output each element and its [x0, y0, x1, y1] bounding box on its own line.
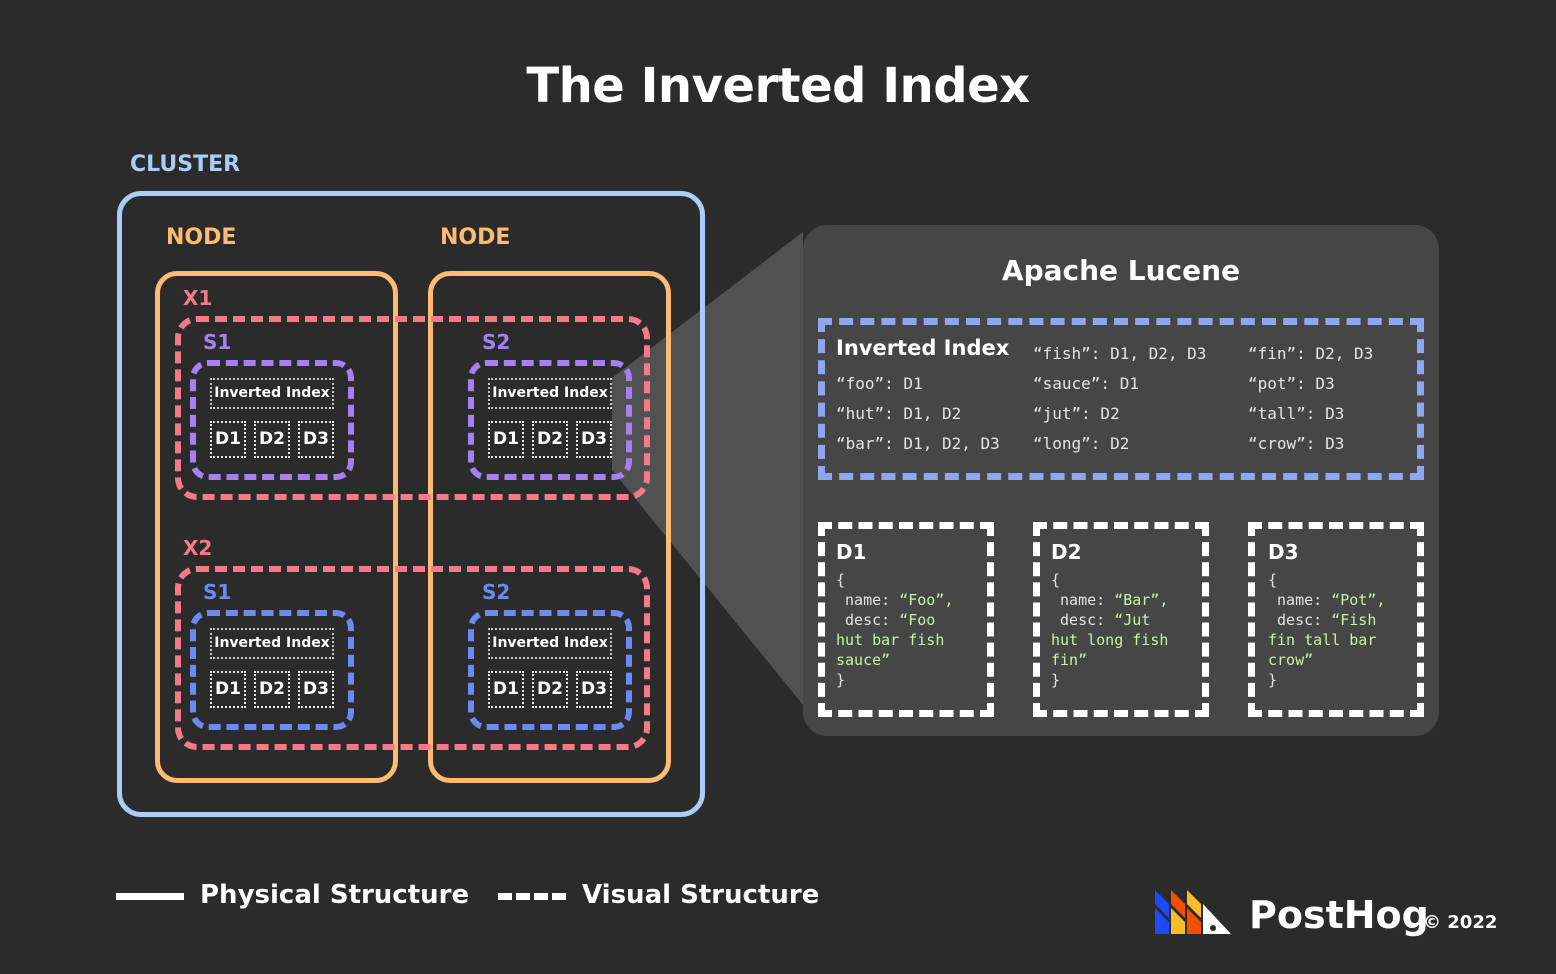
lucene-inverted-index-title: Inverted Index: [836, 336, 1010, 360]
shard-doc-x1-s2-d3: D3: [576, 421, 612, 458]
posthog-logo-icon: [1155, 890, 1231, 934]
document-box-d3: [1248, 522, 1424, 717]
legend-solid-line: [116, 893, 184, 900]
shard-box-x1-s2: [468, 360, 632, 480]
shard-inverted-index-x2-s2: Inverted Index: [488, 628, 612, 659]
node-label-2: NODE: [440, 225, 511, 250]
node-label-1: NODE: [166, 225, 237, 250]
shard-doc-x1-s2-d2: D2: [532, 421, 568, 458]
shard-doc-x1-s1-d2: D2: [254, 421, 290, 458]
shard-label-x1-s1: S1: [203, 330, 232, 354]
document-title-d1: D1: [836, 540, 867, 564]
shard-doc-x1-s1-d1: D1: [210, 421, 246, 458]
shard-doc-x2-s1-d3: D3: [298, 671, 334, 708]
index-entry-pot: “pot”: D3: [1248, 374, 1335, 393]
shard-box-x2-s1: [190, 610, 354, 730]
index-label-x1: X1: [183, 286, 213, 310]
node-box-1: [155, 271, 398, 783]
document-body-d2: { name: “Bar”, desc: “Jut hut long fish …: [1051, 571, 1169, 689]
document-box-d1: [818, 522, 994, 717]
shard-doc-x2-s1-d1: D1: [210, 671, 246, 708]
document-title-d2: D2: [1051, 540, 1082, 564]
copyright-text: © 2022: [1423, 912, 1498, 933]
shard-box-x2-s2: [468, 610, 632, 730]
legend-physical-label: Physical Structure: [200, 880, 470, 910]
shard-doc-x1-s1-d3: D3: [298, 421, 334, 458]
shard-inverted-index-x1-s2: Inverted Index: [488, 378, 612, 409]
document-body-d3: { name: “Pot”, desc: “Fish fin tall bar …: [1268, 571, 1386, 689]
lucene-inverted-index-box: [818, 318, 1424, 480]
diagram-title: The Inverted Index: [526, 58, 1030, 114]
document-title-d3: D3: [1268, 540, 1299, 564]
shard-box-x1-s1: [190, 360, 354, 480]
shard-doc-x2-s2-d1: D1: [488, 671, 524, 708]
shard-doc-x2-s2-d2: D2: [532, 671, 568, 708]
shard-label-x1-s2: S2: [482, 330, 511, 354]
node-box-2: [428, 271, 671, 783]
index-label-x2: X2: [183, 536, 213, 560]
shard-label-x2-s1: S1: [203, 580, 232, 604]
index-entry-hut: “hut”: D1, D2: [836, 404, 962, 423]
index-box-x2: [175, 566, 650, 750]
index-entry-jut: “jut”: D2: [1033, 404, 1120, 423]
index-entry-crow: “crow”: D3: [1248, 434, 1345, 453]
index-entry-fish: “fish”: D1, D2, D3: [1033, 344, 1207, 363]
posthog-brand-name: PostHog: [1249, 893, 1429, 937]
index-entry-tall: “tall”: D3: [1248, 404, 1345, 423]
cluster-box: [117, 191, 705, 817]
shard-inverted-index-x1-s1: Inverted Index: [210, 378, 334, 409]
shard-label-x2-s2: S2: [482, 580, 511, 604]
legend-visual-label: Visual Structure: [582, 880, 820, 910]
index-box-x1: [175, 316, 650, 500]
document-box-d2: [1033, 522, 1209, 717]
index-entry-bar: “bar”: D1, D2, D3: [836, 434, 1000, 453]
index-entry-long: “long”: D2: [1033, 434, 1130, 453]
shard-inverted-index-x2-s1: Inverted Index: [210, 628, 334, 659]
cluster-label: CLUSTER: [130, 152, 241, 177]
document-body-d1: { name: “Foo”, desc: “Foo hut bar fish s…: [836, 571, 954, 689]
lucene-title: Apache Lucene: [1001, 254, 1241, 287]
legend-dashed-line: [498, 893, 566, 900]
index-entry-fin: “fin”: D2, D3: [1248, 344, 1374, 363]
shard-doc-x2-s1-d2: D2: [254, 671, 290, 708]
index-entry-foo: “foo”: D1: [836, 374, 923, 393]
shard-doc-x1-s2-d1: D1: [488, 421, 524, 458]
lucene-panel: [803, 225, 1439, 736]
shard-doc-x2-s2-d3: D3: [576, 671, 612, 708]
index-entry-sauce: “sauce”: D1: [1033, 374, 1139, 393]
